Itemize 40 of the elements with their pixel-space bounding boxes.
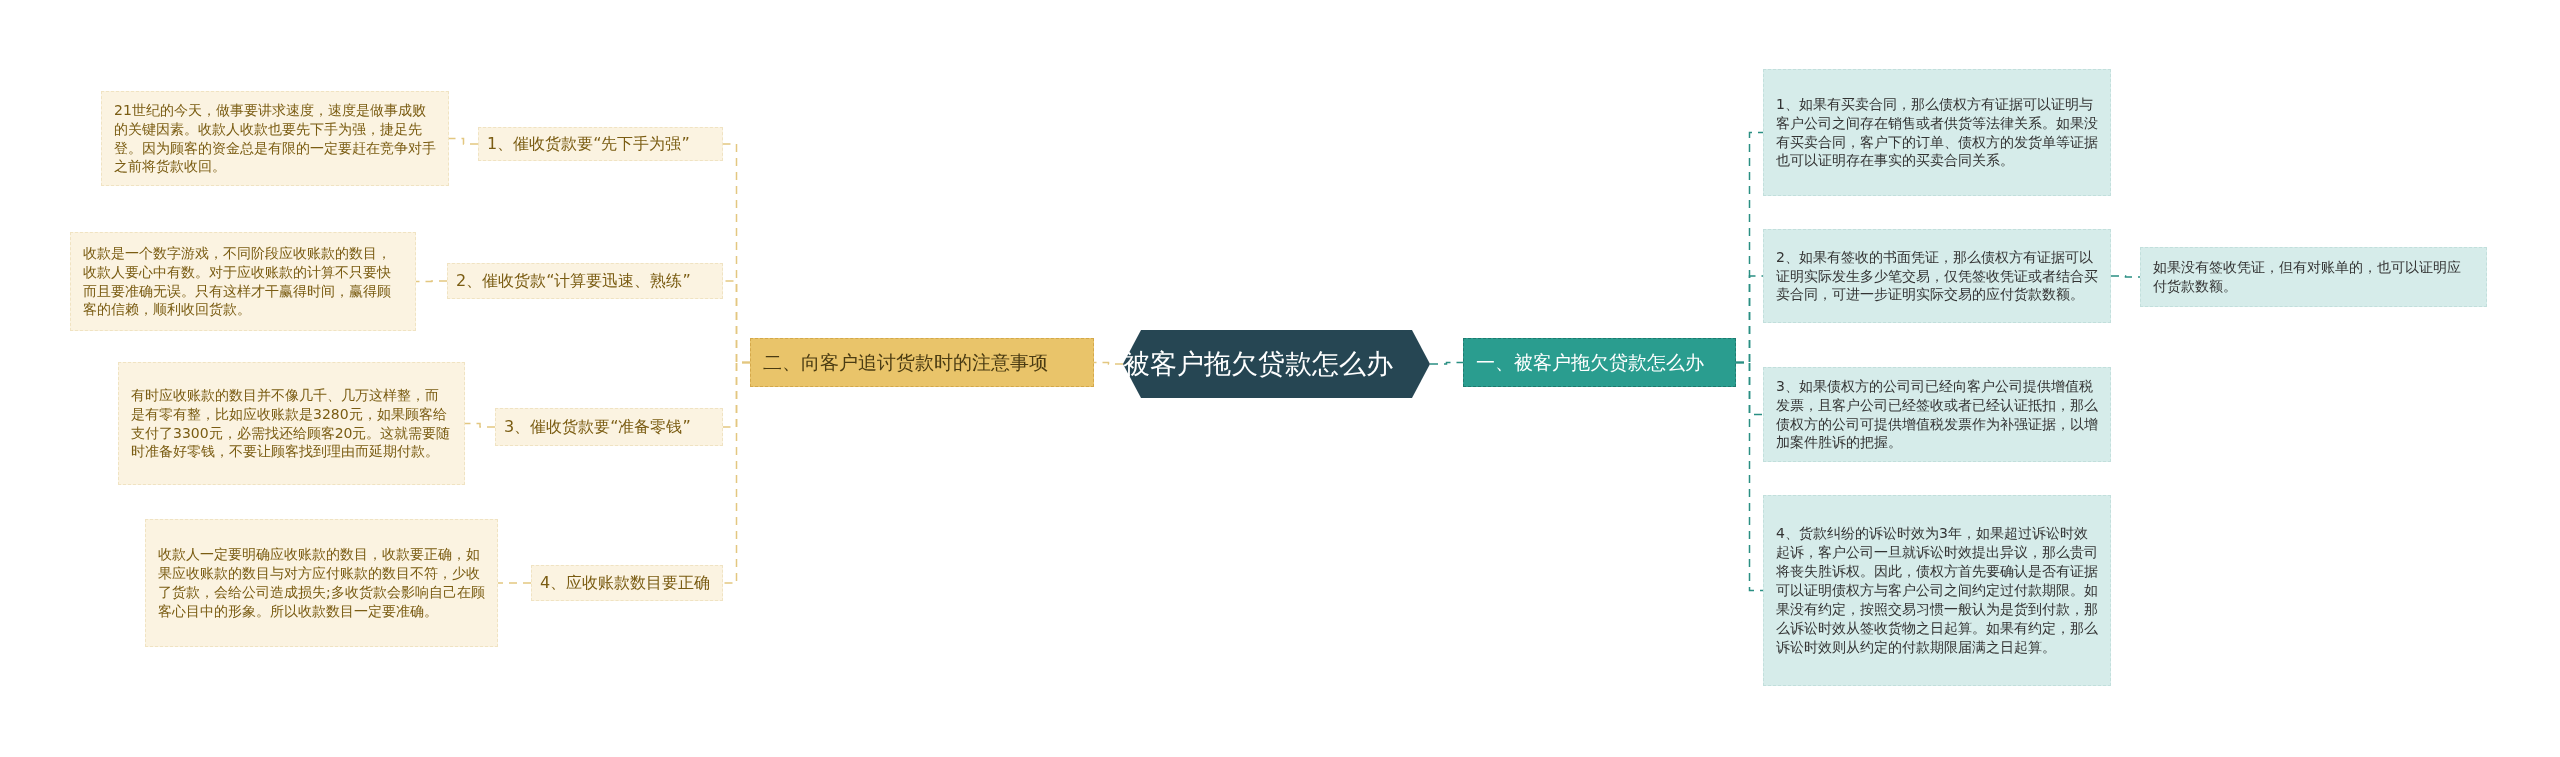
branch-box [1463, 338, 1736, 387]
connector-line [497, 582, 532, 584]
topic-text: 2、催收货款“计算要迅速、熟练” [456, 271, 691, 291]
note-box [70, 232, 416, 331]
topic-box [447, 263, 723, 299]
connector-line [415, 280, 448, 283]
topic-text: 1、催收货款要“先下手为强” [487, 134, 690, 154]
note-text: 4、货款纠纷的诉讼时效为3年，如果超过诉讼时效起诉，客户公司一旦就诉讼时效提出异议，那么贵司将丧失胜诉权。因此，债权方首先要确认是否有证据可以证明债权方与客户公司之间约定过付款期限。如果没有约定，按照交易习惯一般认为是货到付款，那么诉讼时效从签收货物之日起算。如果有约定，那么诉讼时效则从约定的付款期限届满之日起算。 [1776, 524, 2098, 657]
connector-line [2110, 275, 2141, 278]
note-box [1763, 229, 2111, 323]
central-topic-text: 被客户拖欠贷款怎么办 [1123, 347, 1393, 381]
topic-box [495, 408, 723, 446]
note-box [145, 519, 498, 647]
note-text: 如果没有签收凭证，但有对账单的，也可以证明应付货款数额。 [2153, 258, 2462, 296]
note-text: 有时应收账款的数目并不像几千、几万这样整，而是有零有整，比如应收账款是3280元，如果顾客给支付了3300元，必需找还给顾客20元。这就需要随时准备好零钱，不要让顾客找到理由而延期付款。 [131, 385, 452, 462]
topic-box [478, 127, 723, 161]
connector-line [1429, 361, 1464, 365]
branch-box [750, 338, 1094, 387]
note-text: 3、如果债权方的公司司已经向客户公司提供增值税发票，且客户公司已经签收或者已经认证抵扣，那么债权方的公司可提供增值税发票作为补强证据，以增加案件胜诉的把握。 [1776, 376, 2098, 453]
note-box [1763, 367, 2111, 462]
connector-line [1735, 361, 1764, 592]
note-box [118, 362, 465, 485]
topic-text: 3、催收货款要“准备零钱” [504, 417, 691, 437]
note-box [1763, 495, 2111, 686]
note-box [2140, 247, 2487, 307]
note-box [101, 91, 449, 186]
connector-line [1093, 361, 1124, 365]
connector-line [722, 361, 751, 584]
branch-text: 二、向客户追讨货款时的注意事项 [763, 350, 1048, 375]
note-text: 收款人一定要明确应收账款的数目，收款要正确，如果应收账款的数目与对方应付账款的数目不符，少收了货款，会给公司造成损失;多收货款会影响自己在顾客心目中的形象。所以收款数目一定要准确。 [158, 545, 485, 621]
connector-line [448, 137, 479, 145]
note-box [1763, 69, 2111, 196]
topic-text: 4、应收账款数目要正确 [540, 573, 711, 593]
note-text: 1、如果有买卖合同，那么债权方有证据可以证明与客户公司之间存在销售或者供货等法律关系。如果没有买卖合同，客户下的订单、债权方的发货单等证据也可以证明存在事实的买卖合同关系。 [1776, 94, 2098, 171]
connector-line [464, 422, 496, 428]
note-text: 2、如果有签收的书面凭证，那么债权方有证据可以证明实际发生多少笔交易，仅凭签收凭证或者结合买卖合同，可进一步证明实际交易的应付货款数额。 [1776, 247, 2098, 305]
topic-box [531, 565, 723, 601]
note-text: 21世纪的今天，做事要讲求速度，速度是做事成败的关键因素。收款人收款也要先下手为强，捷足先登。因为顾客的资金总是有限的一定要赶在竞争对手之前将货款收回。 [114, 100, 436, 177]
note-text: 收款是一个数字游戏，不同阶段应收账款的数目，收款人要心中有数。对于应收账款的计算不只要快而且要准确无误。只有这样才干赢得时间，赢得顾客的信赖，顺利收回货款。 [83, 243, 392, 320]
branch-text: 一、被客户拖欠贷款怎么办 [1476, 350, 1704, 375]
